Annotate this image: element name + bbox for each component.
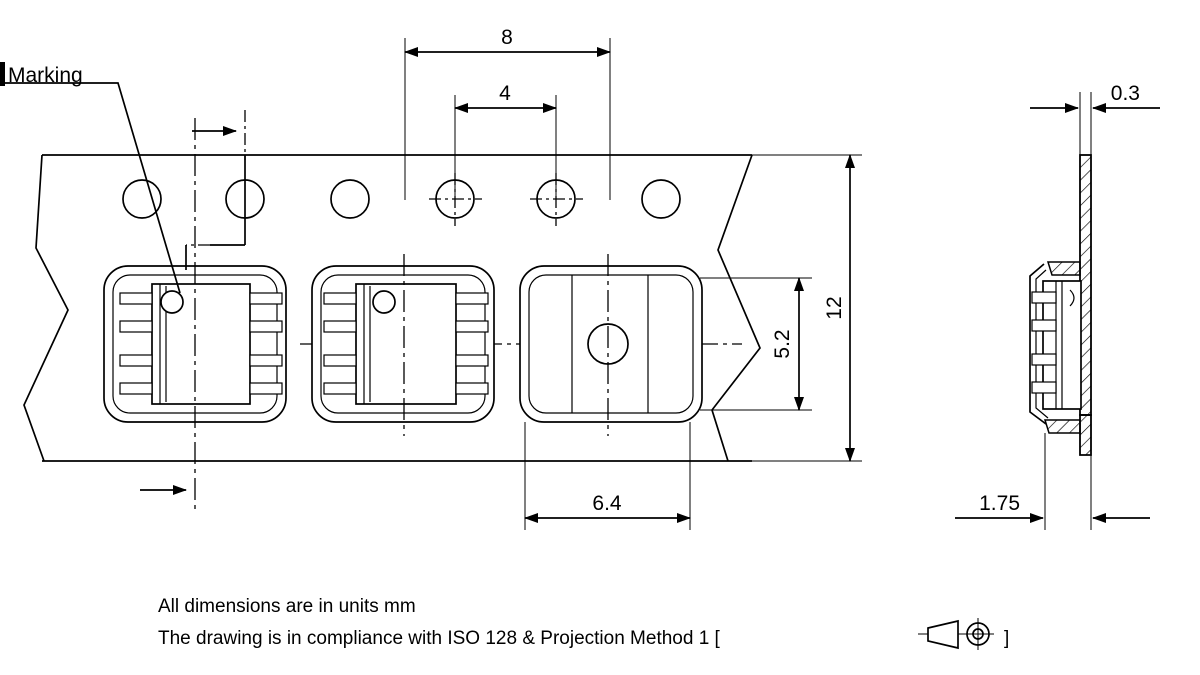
feed-direction-arrows: [140, 126, 237, 495]
dimension-12-text: 12: [823, 296, 846, 319]
ic-leads-left: [323, 292, 357, 395]
sprocket-hole-row: [122, 179, 681, 219]
dimension-4-text: 4: [499, 82, 511, 105]
marking-leader: [0, 82, 181, 294]
tape-bottom-section: [1043, 419, 1081, 434]
pocket-cavity-side: [1029, 263, 1049, 425]
datum-jog-line: [185, 110, 246, 270]
tape-body-outline: [23, 154, 761, 462]
pin-one-marking-dot: [372, 290, 396, 314]
dimension-4: 4: [454, 82, 557, 200]
marking-label-clipped-glyph: [0, 62, 5, 86]
note-iso-bracket-close: ]: [1004, 628, 1009, 649]
dimension-8-text: 8: [501, 26, 513, 49]
dimension-8: 8: [404, 26, 611, 200]
dimension-6-4: 6.4: [524, 422, 691, 530]
side-section-view: [1029, 92, 1092, 530]
dimension-1-75-text: 1.75: [979, 492, 1020, 515]
ic-leads-right: [455, 292, 489, 395]
ic-side-view: [1031, 280, 1082, 410]
dimension-1-75: 1.75: [955, 492, 1150, 523]
ic-leads-right: [249, 292, 283, 395]
marking-label: Marking: [8, 64, 83, 87]
pocket-3-empty: [519, 265, 703, 423]
dimension-6-4-text: 6.4: [592, 492, 622, 515]
dimension-12: 12: [728, 154, 862, 462]
ic-leads-left: [119, 292, 153, 395]
sprocket-hole: [641, 179, 681, 219]
pocket-2: [311, 265, 495, 423]
sprocket-hole: [330, 179, 370, 219]
pocket-1: [103, 265, 287, 423]
first-angle-projection-symbol: [918, 618, 994, 650]
dimension-5-2: 5.2: [700, 277, 812, 411]
dimension-0-3: 0.3: [1030, 82, 1160, 113]
tape-top-section: [1046, 261, 1081, 276]
sprocket-hole: [122, 179, 162, 219]
dimension-5-2-text: 5.2: [771, 329, 794, 358]
note-units: All dimensions are in units mm: [158, 596, 416, 617]
top-view-carrier-tape: [0, 82, 761, 512]
dimension-0-3-text: 0.3: [1111, 82, 1140, 105]
pin-one-marking-dot: [160, 290, 184, 314]
tape-flange-section: [1079, 414, 1092, 456]
note-iso-compliance: The drawing is in compliance with ISO 12…: [158, 628, 721, 649]
